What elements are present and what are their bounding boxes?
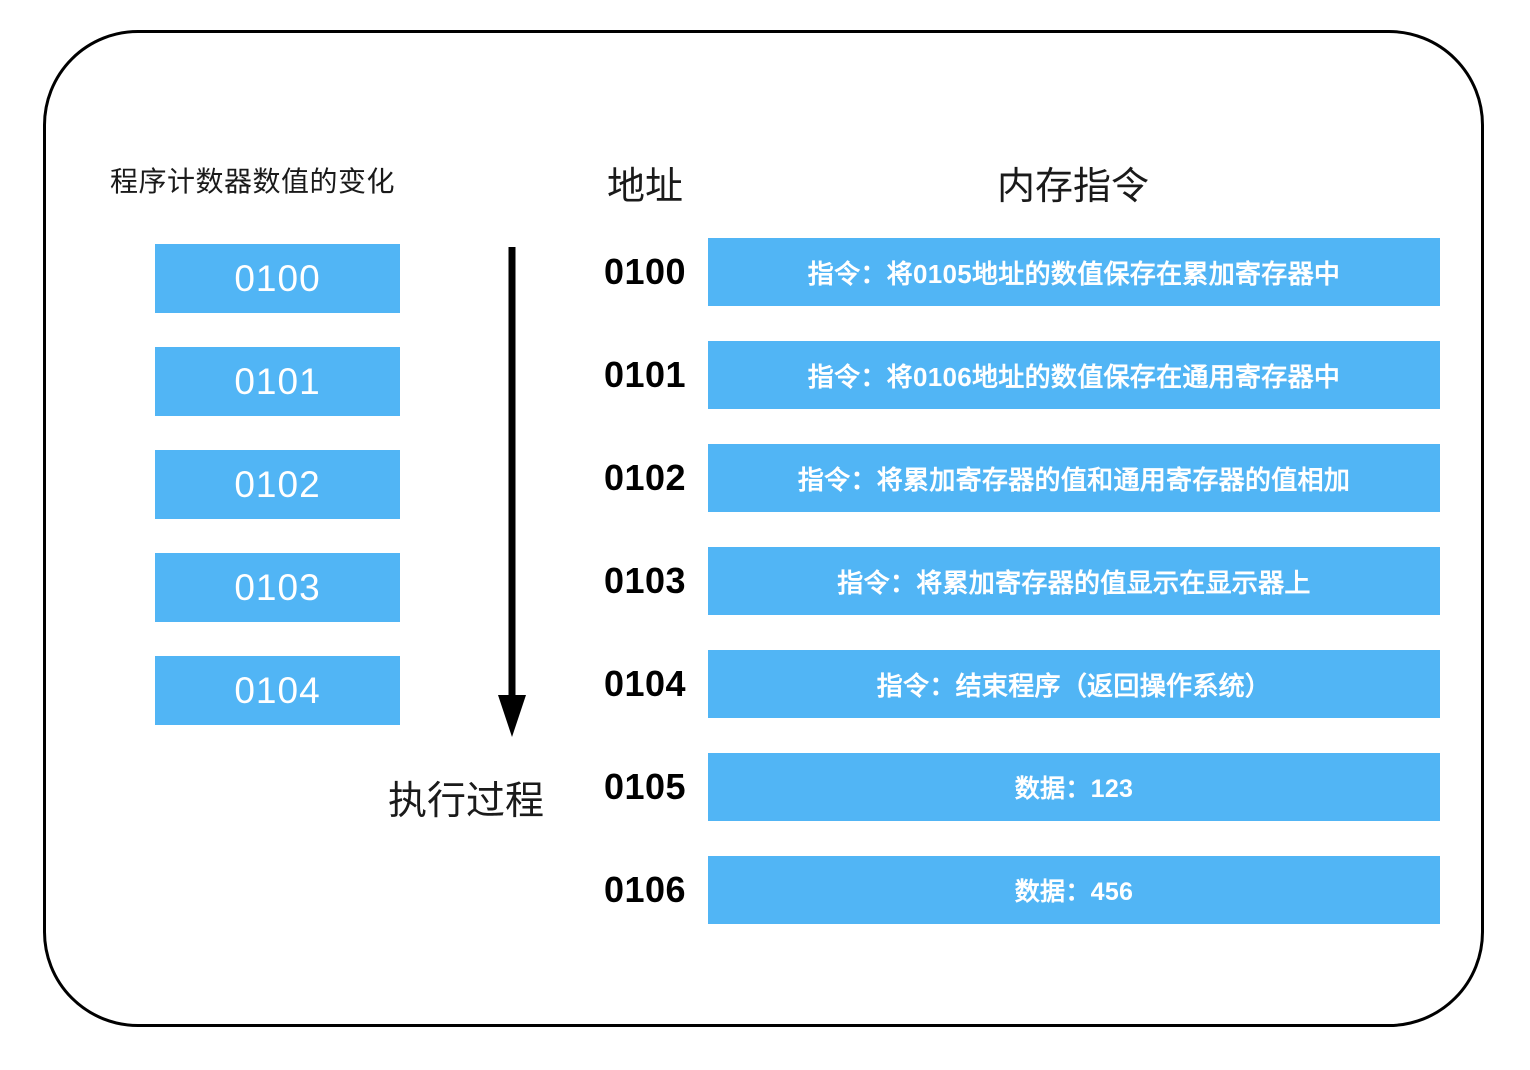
memory-data-cell: 数据：123 (708, 753, 1440, 821)
table-row: 0106 数据：456 (595, 856, 1440, 924)
column-header-memory-instruction: 内存指令 (996, 166, 1149, 208)
table-row: 0102 指令：将累加寄存器的值和通用寄存器的值相加 (595, 444, 1440, 512)
memory-instruction-cell: 指令：将0106地址的数值保存在通用寄存器中 (708, 341, 1440, 409)
table-row: 0100 指令：将0105地址的数值保存在累加寄存器中 (595, 238, 1440, 306)
memory-instruction-cell: 指令：将累加寄存器的值和通用寄存器的值相加 (708, 444, 1440, 512)
memory-table: 0100 指令：将0105地址的数值保存在累加寄存器中 0101 指令：将010… (595, 238, 1440, 959)
memory-address-label: 0102 (603, 457, 687, 498)
pc-value-box: 0100 (155, 244, 400, 313)
memory-address-label: 0101 (603, 354, 687, 395)
memory-instruction-cell: 指令：将累加寄存器的值显示在显示器上 (708, 547, 1440, 615)
memory-address-label: 0104 (603, 663, 687, 704)
pc-value-box: 0101 (155, 347, 400, 416)
memory-instruction-cell: 指令：结束程序（返回操作系统） (708, 650, 1440, 718)
column-header-program-counter: 程序计数器数值的变化 (110, 166, 396, 197)
execution-process-label: 执行过程 (388, 780, 545, 823)
memory-address-label: 0100 (603, 251, 687, 292)
downward-flow-arrow-icon (498, 247, 526, 737)
table-row: 0103 指令：将累加寄存器的值显示在显示器上 (595, 547, 1440, 615)
table-row: 0101 指令：将0106地址的数值保存在通用寄存器中 (595, 341, 1440, 409)
program-counter-column: 0100 0101 0102 0103 0104 (155, 244, 400, 759)
pc-value-box: 0104 (155, 656, 400, 725)
pc-value-box: 0103 (155, 553, 400, 622)
memory-address-label: 0105 (603, 766, 687, 807)
pc-value-box: 0102 (155, 450, 400, 519)
memory-data-cell: 数据：456 (708, 856, 1440, 924)
column-header-address: 地址 (606, 166, 683, 208)
table-row: 0104 指令：结束程序（返回操作系统） (595, 650, 1440, 718)
memory-address-label: 0103 (603, 560, 687, 601)
outer-rounded-frame (43, 30, 1484, 1027)
table-row: 0105 数据：123 (595, 753, 1440, 821)
memory-address-label: 0106 (603, 869, 687, 910)
memory-instruction-cell: 指令：将0105地址的数值保存在累加寄存器中 (708, 238, 1440, 306)
